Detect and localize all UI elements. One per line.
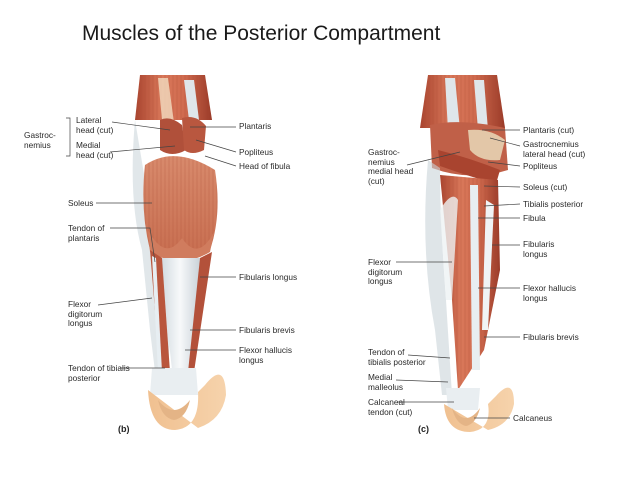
label-medial-malleolus: Medial malleolus bbox=[368, 372, 404, 392]
label-lateral-head-cut: Lateral head (cut) bbox=[76, 115, 114, 135]
label-plantaris-cut: Plantaris (cut) bbox=[523, 125, 575, 135]
label-tendon-of-tibialis-posterior-b: Tendon of tibialis posterior bbox=[68, 363, 130, 383]
label-flexor-hallucis-longus-b: Flexor hallucis longus bbox=[239, 345, 293, 365]
label-soleus-cut: Soleus (cut) bbox=[523, 182, 568, 192]
label-gastrocnemius-group: Gastroc- nemius bbox=[24, 130, 56, 150]
label-plantaris-b: Plantaris bbox=[239, 121, 272, 131]
label-fibularis-brevis-c: Fibularis brevis bbox=[523, 332, 579, 342]
label-fibularis-longus-c: Fibularis longus bbox=[523, 239, 555, 259]
label-tibialis-posterior: Tibialis posterior bbox=[523, 199, 584, 209]
label-soleus: Soleus bbox=[68, 198, 94, 208]
label-head-of-fibula: Head of fibula bbox=[239, 161, 291, 171]
label-tendon-of-plantaris: Tendon of plantaris bbox=[68, 223, 105, 243]
label-calcaneus: Calcaneus bbox=[513, 413, 553, 423]
label-gastrocnemius-medial-head-cut: Gastroc- nemius medial head (cut) bbox=[368, 147, 414, 186]
panel-c-leg bbox=[420, 75, 514, 432]
label-popliteus-c: Popliteus bbox=[523, 161, 558, 171]
label-fibularis-longus-b: Fibularis longus bbox=[239, 272, 298, 282]
panel-letter-c: (c) bbox=[418, 424, 429, 434]
label-fibularis-brevis-b: Fibularis brevis bbox=[239, 325, 295, 335]
label-calcaneal-tendon-cut: Calcaneal tendon (cut) bbox=[368, 397, 413, 417]
label-flexor-digitorum-longus-c: Flexor digitorum longus bbox=[368, 257, 403, 287]
label-flexor-hallucis-longus-c: Flexor hallucis longus bbox=[523, 283, 577, 303]
panel-letter-b: (b) bbox=[118, 424, 130, 434]
panel-b-leg bbox=[132, 75, 226, 430]
label-medial-head-cut: Medial head (cut) bbox=[76, 140, 114, 160]
label-flexor-digitorum-longus-b: Flexor digitorum longus bbox=[68, 299, 103, 329]
label-fibula: Fibula bbox=[523, 213, 546, 223]
slide-title: Muscles of the Posterior Compartment bbox=[82, 22, 441, 45]
label-tendon-of-tibialis-posterior-c: Tendon of tibialis posterior bbox=[368, 347, 426, 367]
label-popliteus-b: Popliteus bbox=[239, 147, 274, 157]
label-gastrocnemius-lateral-head-cut: Gastrocnemius lateral head (cut) bbox=[523, 139, 586, 159]
leader-lines bbox=[66, 117, 521, 419]
